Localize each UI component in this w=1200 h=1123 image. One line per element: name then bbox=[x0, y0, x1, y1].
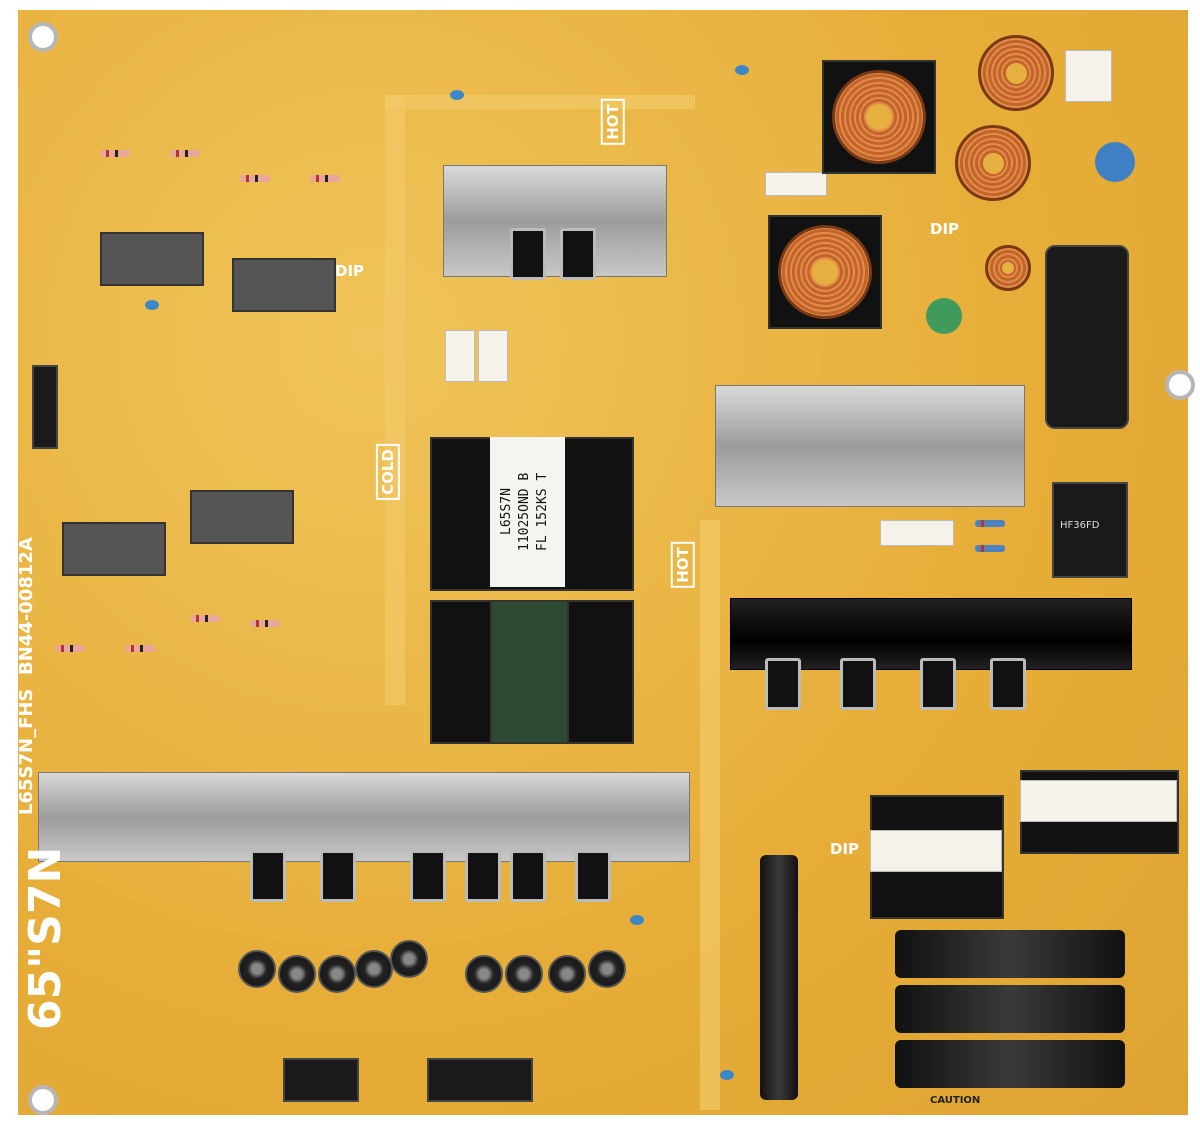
ceramic-capacitor bbox=[450, 90, 464, 100]
electrolytic-capacitor bbox=[355, 950, 393, 988]
ceramic-capacitor bbox=[145, 300, 159, 310]
heatsink bbox=[38, 772, 690, 862]
transformer-tape bbox=[870, 830, 1002, 872]
electrolytic-capacitor bbox=[548, 955, 586, 993]
cold-label: COLD bbox=[375, 444, 400, 500]
inductor bbox=[985, 245, 1031, 291]
thermistor bbox=[926, 298, 962, 334]
resistor bbox=[190, 615, 220, 622]
electrolytic-capacitor bbox=[588, 950, 626, 988]
transformer-label: L65S7N 11025OND B FL 152KS T bbox=[490, 437, 565, 587]
electrolytic-capacitor bbox=[505, 955, 543, 993]
resistor bbox=[125, 645, 155, 652]
resistor bbox=[250, 620, 280, 627]
capacitor-block bbox=[100, 232, 204, 286]
toroid-coil bbox=[978, 35, 1054, 111]
transformer-text: FL 152KS T bbox=[535, 472, 550, 552]
electrolytic-capacitor bbox=[895, 930, 1125, 978]
heatsink bbox=[715, 385, 1025, 507]
isolation-trace bbox=[385, 95, 695, 109]
dip-label: DIP bbox=[335, 262, 365, 280]
transistor bbox=[510, 228, 546, 280]
isolation-trace bbox=[385, 95, 405, 705]
varistor bbox=[1095, 142, 1135, 182]
electrolytic-capacitor bbox=[318, 955, 356, 993]
hot-label: HOT bbox=[600, 99, 625, 145]
transformer-text: L65S7N bbox=[499, 488, 514, 536]
transformer-text: 11025OND B bbox=[517, 472, 532, 552]
electrolytic-capacitor bbox=[465, 955, 503, 993]
transistor bbox=[920, 658, 956, 710]
transistor bbox=[250, 850, 286, 902]
transformer-core bbox=[490, 600, 569, 744]
transistor bbox=[840, 658, 876, 710]
part-number: BN44-00812A bbox=[16, 537, 37, 675]
electrolytic-capacitor bbox=[895, 985, 1125, 1033]
resistor bbox=[240, 175, 270, 182]
transistor bbox=[320, 850, 356, 902]
transistor bbox=[560, 228, 596, 280]
resistor bbox=[100, 150, 130, 157]
resistor bbox=[170, 150, 200, 157]
fuse-block bbox=[1065, 50, 1112, 102]
capacitor-box bbox=[445, 330, 475, 382]
ceramic-capacitor bbox=[630, 915, 644, 925]
connector[interactable] bbox=[32, 365, 58, 449]
electrolytic-capacitor bbox=[278, 955, 316, 993]
transistor bbox=[575, 850, 611, 902]
copper-coil bbox=[778, 225, 872, 319]
hot-label: HOT bbox=[670, 542, 695, 588]
heatsink bbox=[443, 165, 667, 277]
connector[interactable] bbox=[427, 1058, 533, 1102]
toroid-coil bbox=[955, 125, 1031, 201]
capacitor-block bbox=[190, 490, 294, 544]
relay-label: HF36FD bbox=[1060, 520, 1100, 531]
isolation-trace bbox=[700, 520, 720, 1110]
transistor bbox=[510, 850, 546, 902]
capacitor-block bbox=[232, 258, 336, 312]
resistor bbox=[55, 645, 85, 652]
transistor bbox=[465, 850, 501, 902]
caution-label: CAUTION bbox=[930, 1095, 981, 1106]
size-mark: 65"S7N bbox=[20, 846, 71, 1030]
model-silk: L65S7N_FHS bbox=[16, 688, 37, 815]
mounting-hole bbox=[28, 1085, 58, 1115]
transistor bbox=[765, 658, 801, 710]
copper-coil bbox=[832, 70, 926, 164]
resistor bbox=[975, 520, 1005, 527]
electrolytic-capacitor bbox=[238, 950, 276, 988]
transistor bbox=[410, 850, 446, 902]
dip-label: DIP bbox=[830, 840, 860, 858]
connector[interactable] bbox=[283, 1058, 359, 1102]
transistor bbox=[990, 658, 1026, 710]
dip-label: DIP bbox=[930, 220, 960, 238]
capacitor-block bbox=[62, 522, 166, 576]
mounting-hole bbox=[28, 22, 58, 52]
transformer-tape bbox=[1020, 780, 1177, 822]
electrolytic-capacitor bbox=[895, 1040, 1125, 1088]
ceramic-capacitor bbox=[720, 1070, 734, 1080]
resistor-block bbox=[765, 172, 827, 196]
electrolytic-capacitor bbox=[390, 940, 428, 978]
mounting-hole bbox=[1165, 370, 1195, 400]
resistor-block bbox=[880, 520, 954, 546]
ac-power-inlet[interactable] bbox=[1045, 245, 1129, 429]
relay bbox=[1052, 482, 1128, 578]
capacitor-box bbox=[478, 330, 508, 382]
ceramic-capacitor bbox=[735, 65, 749, 75]
resistor bbox=[310, 175, 340, 182]
resistor bbox=[975, 545, 1005, 552]
electrolytic-capacitor bbox=[760, 855, 798, 1100]
